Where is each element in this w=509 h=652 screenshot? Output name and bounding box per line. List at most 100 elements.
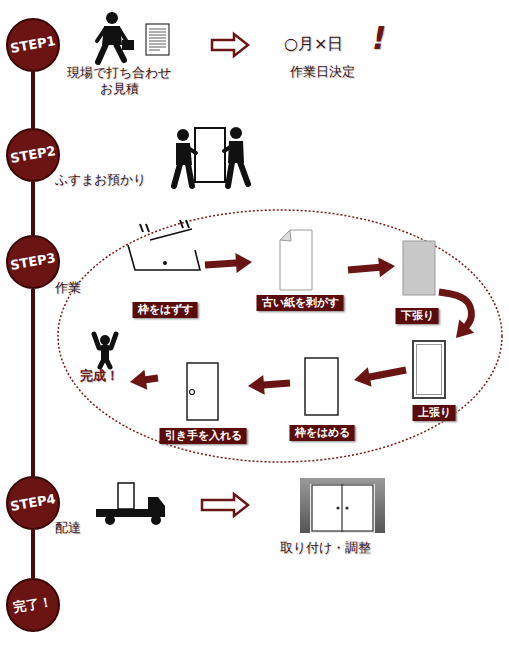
step-tag: 下張り	[396, 308, 439, 324]
cheering-person-icon	[94, 334, 116, 367]
step-circle: STEP1	[6, 18, 60, 72]
icon-part	[417, 345, 442, 395]
frame-removal-icon	[128, 220, 200, 270]
timeline-line	[33, 289, 34, 476]
arrow-head	[378, 257, 395, 277]
icon-part	[149, 29, 166, 50]
step-label: STEP3	[2, 231, 65, 294]
caption-text: 配達	[55, 520, 81, 536]
arrow-shaft	[142, 378, 158, 380]
step-circle: STEP4	[6, 476, 60, 530]
caption-text: 取り付け・調整	[280, 540, 371, 556]
icon-part	[240, 162, 248, 184]
framed-panel-icon	[305, 358, 338, 415]
work-ellipse	[58, 210, 502, 462]
work-step: 上張り	[406, 338, 462, 422]
caption-text: 作業日決定	[290, 64, 355, 80]
arrow-shaft	[205, 263, 240, 265]
caption-text: 完成！	[80, 368, 119, 384]
underlay-panel-icon	[403, 241, 435, 295]
arrow-head	[235, 253, 252, 273]
icon-part	[96, 509, 150, 517]
icon-part	[188, 164, 192, 186]
overlay-panel-icon	[413, 341, 445, 398]
step-caption: 作業	[55, 280, 81, 296]
icon-part	[342, 485, 373, 531]
arrow-head	[354, 367, 372, 387]
step-tag: 枠をはずす	[133, 302, 198, 318]
icon-part	[97, 29, 105, 41]
arrow-shaft	[348, 267, 383, 270]
icon-part	[174, 164, 180, 186]
icon-part	[280, 230, 291, 241]
timeline-line	[33, 72, 34, 128]
icon-part	[105, 357, 110, 367]
install-group: 取り付け・調整	[248, 474, 398, 558]
timeline-segment	[31, 289, 35, 476]
icon-part	[122, 40, 134, 50]
caption-text: !	[372, 18, 387, 58]
icon-part	[100, 335, 110, 345]
handle-panel-icon	[187, 363, 218, 420]
caption-text: 現場で打ち合わせ お見積	[58, 65, 180, 98]
step-circle: STEP2	[6, 128, 60, 182]
walking-man-icon	[97, 12, 134, 62]
icon-part	[177, 129, 189, 141]
icon-part	[345, 506, 348, 509]
icon-part	[187, 363, 218, 420]
step-label: STEP4	[2, 472, 65, 535]
truck-icon	[96, 483, 165, 525]
icon-part	[128, 245, 200, 270]
step-label: STEP1	[2, 14, 65, 77]
arrow-head	[248, 375, 265, 395]
step-caption: ふすまお預かり	[55, 172, 146, 188]
icon-part	[150, 229, 192, 240]
icon-part	[228, 162, 232, 186]
icon-part	[140, 220, 189, 232]
timeline-segment	[31, 530, 35, 578]
timeline-segment	[31, 72, 35, 128]
flow-arrow	[202, 494, 248, 516]
timeline-segment	[31, 182, 35, 235]
icon-part	[312, 485, 343, 531]
icon-part	[280, 230, 312, 290]
timeline-line	[33, 182, 34, 235]
arrow-shaft	[439, 292, 471, 329]
icon-part	[230, 127, 242, 139]
icon-part	[106, 12, 118, 24]
step-tag: 枠をはめる	[290, 425, 355, 441]
icon-part	[310, 484, 375, 533]
work-step: 枠をはめる	[290, 355, 354, 442]
icon-part	[151, 515, 161, 525]
outline-arrow	[202, 494, 248, 516]
step-tag: 上張り	[413, 405, 456, 421]
icon-part	[163, 261, 167, 265]
icon-part	[146, 24, 169, 55]
document-icon	[146, 24, 169, 55]
caption-text: ○月×日	[284, 34, 343, 54]
door-icon	[195, 128, 225, 182]
icon-part	[148, 497, 165, 517]
date-group: ○月×日!作業日決定	[248, 22, 398, 86]
arrow-shaft	[260, 383, 290, 385]
flow-arrow	[212, 34, 248, 56]
flow-arrow	[248, 375, 290, 395]
arrow-head	[456, 319, 474, 338]
finished-group: 完成！	[76, 335, 130, 391]
work-step: 古い紙を剥がす	[252, 226, 348, 312]
work-step: 引き手を入れる	[158, 360, 248, 444]
icon-part	[188, 148, 196, 153]
work-step: 枠をはずす	[125, 222, 205, 320]
arrow-shaft	[366, 370, 406, 378]
icon-part	[413, 341, 445, 398]
sliding-doors-icon	[300, 478, 385, 533]
step-tag: 引き手を入れる	[160, 428, 247, 444]
flow-arrow	[354, 367, 406, 387]
step-label: STEP2	[2, 124, 65, 187]
icon-part	[336, 506, 339, 509]
old-paper-icon	[280, 230, 312, 290]
work-step: 下張り	[395, 238, 439, 324]
flow-arrow	[130, 370, 158, 390]
icon-part	[105, 515, 115, 525]
